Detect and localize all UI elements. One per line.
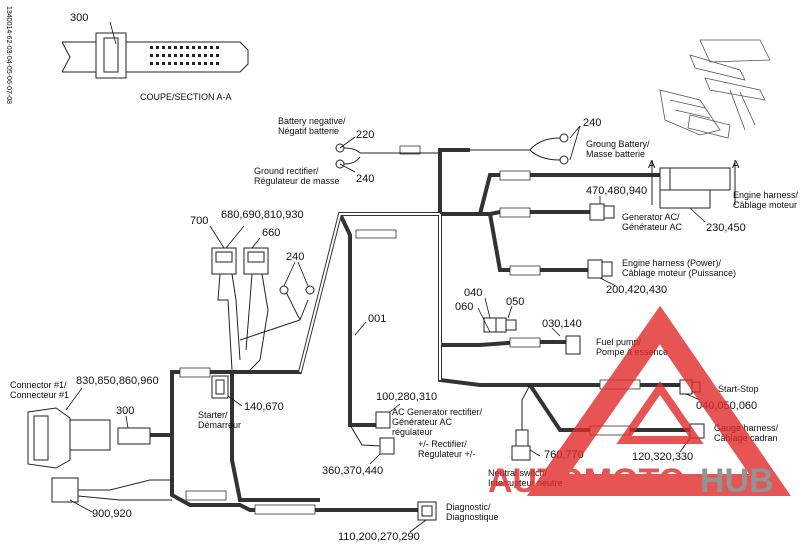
label-001: 001 — [368, 313, 386, 325]
label-240-a: 240 — [356, 173, 374, 185]
label-engine-power-1: Engine harness (Power)/ — [622, 258, 722, 268]
label-120: 120,320,330 — [632, 451, 693, 463]
label-battery-negative-1: Battery negative/ — [278, 116, 346, 126]
label-engine-harness-2: Câblage moteur — [733, 200, 797, 210]
ac-gen-rectifier-connector — [375, 403, 401, 429]
rectifier-pm-connector — [349, 424, 395, 465]
watermark: AUTOMOTO HUB — [488, 305, 791, 500]
label-fuel-pump-1: Fuel pump/ — [596, 337, 642, 347]
neutral-switch — [511, 384, 541, 461]
label-neutral-switch-1: Neutral switch/ — [488, 468, 548, 478]
label-300-top: 300 — [70, 12, 88, 24]
section-marker-left: A — [648, 159, 656, 171]
label-starter-2: Démarreur — [198, 420, 241, 430]
label-ac-gen-3: régulateur — [392, 427, 433, 437]
label-battery-negative-2: Négatif batterie — [278, 126, 339, 136]
ground-battery-assembly — [470, 125, 581, 165]
starter-connector — [211, 375, 243, 407]
label-start-stop: Start-Stop — [718, 384, 759, 394]
label-200: 200,420,430 — [606, 284, 667, 296]
label-diagnostic-2: Diagnostique — [446, 512, 499, 522]
label-470: 470,480,940 — [586, 185, 647, 197]
label-connector1-1: Connector #1/ — [10, 380, 67, 390]
label-ac-gen-2: Générateur AC — [392, 417, 453, 427]
label-gauge-harness-1: Gauge harness/ — [714, 423, 779, 433]
label-ground-rectifier-2: Régulateur de masse — [254, 176, 340, 186]
label-900: 900,920 — [92, 508, 132, 520]
section-aa-view: 300 COUPE/SECTION A-A — [61, 12, 249, 102]
fuel-pump-connectors — [477, 297, 581, 355]
section-label: COUPE/SECTION A-A — [140, 92, 232, 102]
label-220: 220 — [356, 129, 374, 141]
label-generator-ac-2: Générateur AC — [622, 222, 683, 232]
relay-connectors — [209, 225, 315, 373]
connector-1 — [27, 387, 172, 513]
battery-ground-assembly — [335, 136, 440, 173]
label-generator-ac-1: Generator AC/ — [622, 212, 680, 222]
document-id: 1340014-62-03-04-05-06-07-08 — [5, 6, 12, 104]
label-diagnostic-1: Diagnostic/ — [446, 502, 491, 512]
label-starter-1: Starter/ — [198, 410, 228, 420]
label-830: 830,850,860,960 — [76, 375, 159, 387]
diagnostic-connector — [409, 501, 437, 533]
label-050: 050 — [506, 296, 524, 308]
label-040: 040 — [464, 287, 482, 299]
label-140: 140,670 — [244, 401, 284, 413]
engine-harness-connector — [651, 160, 736, 223]
label-engine-harness-1: Engine harness/ — [733, 190, 799, 200]
generator-ac-connector — [589, 196, 615, 221]
label-engine-power-2: Câblage moteur (Puissance) — [622, 268, 736, 278]
engine-harness-sketch — [659, 39, 771, 139]
label-240-b: 240 — [583, 117, 601, 129]
label-360: 360,370,440 — [322, 465, 383, 477]
label-ground-rectifier-1: Ground rectifier/ — [254, 166, 319, 176]
watermark-hub: HUB — [700, 462, 774, 500]
label-rectifier-pm-1: +/- Rectifier/ — [418, 439, 467, 449]
label-240-c: 240 — [286, 251, 304, 263]
label-connector1-2: Connecteur #1 — [10, 390, 69, 400]
label-700: 700 — [190, 215, 208, 227]
label-680: 680,690,810,930 — [221, 209, 304, 221]
label-rectifier-pm-2: Régulateur +/- — [418, 449, 475, 459]
engine-power-connector — [587, 259, 617, 287]
section-marker-right: A — [732, 159, 740, 171]
label-660: 660 — [262, 227, 280, 239]
label-300: 300 — [116, 405, 134, 417]
label-110: 110,200,270,290 — [338, 531, 420, 543]
label-ac-gen-1: AC Generator rectifier/ — [392, 407, 483, 417]
watermark-auto: AUTOMOTO — [488, 462, 685, 500]
label-neutral-switch-2: Interrupteur neutre — [488, 478, 563, 488]
label-060: 060 — [455, 301, 473, 313]
label-230: 230,450 — [706, 222, 746, 234]
main-harness — [150, 148, 690, 512]
label-ground-battery-2: Masse batterie — [586, 149, 645, 159]
label-030: 030,140 — [542, 318, 582, 330]
label-ground-battery-1: Groung Battery/ — [586, 139, 650, 149]
label-100: 100,280,310 — [376, 391, 437, 403]
